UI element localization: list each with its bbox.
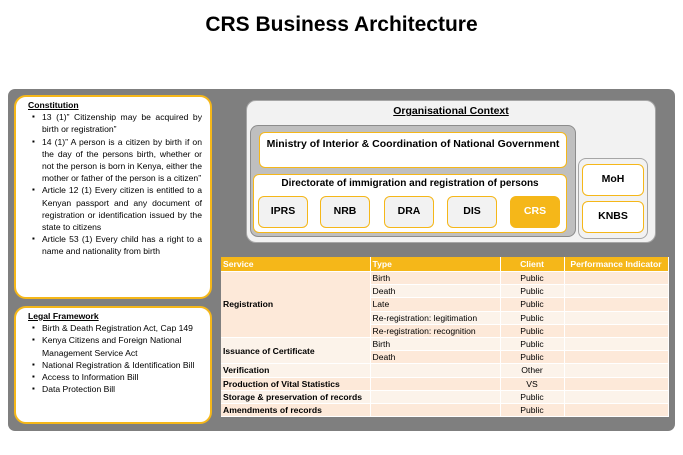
- service-cell: Storage & preservation of records: [221, 390, 371, 404]
- client-cell: Public: [500, 403, 565, 418]
- type-cell: Re-registration: recognition: [370, 324, 501, 338]
- type-cell: [370, 377, 501, 391]
- performance-indicator-cell: [564, 403, 669, 418]
- service-cell: Verification: [221, 363, 371, 378]
- header-service: Service: [221, 257, 371, 272]
- performance-indicator-cell: [564, 337, 669, 352]
- type-cell: [370, 403, 501, 418]
- client-cell: Public: [500, 311, 565, 325]
- performance-indicator-cell: [564, 350, 669, 365]
- performance-indicator-cell: [564, 324, 669, 338]
- table-row: Storage & preservation of records Public: [221, 390, 669, 404]
- client-cell: Public: [500, 350, 565, 365]
- constitution-item: Article 12 (1) Every citizen is entitled…: [32, 184, 202, 233]
- constitution-list: 13 (1)” Citizenship may be acquired by b…: [28, 111, 202, 257]
- table-row: Verification Other: [221, 363, 669, 378]
- unit-crs: CRS: [510, 196, 560, 228]
- service-cell: Amendments of records: [221, 403, 371, 418]
- service-cell: Registration: [221, 271, 371, 338]
- type-cell: Re-registration: legitimation: [370, 311, 501, 325]
- agency-moh: MoH: [582, 164, 644, 196]
- table-header-row: Service Type Client Performance Indicato…: [221, 257, 669, 272]
- service-cell: Issuance of Certificate: [221, 337, 371, 365]
- ministry-box: Ministry of Interior & Coordination of N…: [259, 132, 567, 168]
- services-table: Service Type Client Performance Indicato…: [221, 257, 669, 418]
- client-cell: Public: [500, 271, 565, 286]
- client-cell: Public: [500, 337, 565, 352]
- legal-framework-list: Birth & Death Registration Act, Cap 149K…: [28, 322, 202, 395]
- performance-indicator-cell: [564, 363, 669, 378]
- unit-nrb: NRB: [320, 196, 370, 228]
- unit-iprs: IPRS: [258, 196, 308, 228]
- constitution-item: 14 (1)” A person is a citizen by birth i…: [32, 136, 202, 185]
- performance-indicator-cell: [564, 377, 669, 391]
- performance-indicator-cell: [564, 311, 669, 325]
- type-cell: Death: [370, 350, 501, 365]
- type-cell: [370, 390, 501, 404]
- legal-framework-heading: Legal Framework: [28, 311, 99, 321]
- legal-framework-item: Birth & Death Registration Act, Cap 149: [32, 322, 202, 334]
- client-cell: Public: [500, 284, 565, 299]
- type-cell: Birth: [370, 337, 501, 352]
- type-cell: Late: [370, 297, 501, 312]
- unit-dra: DRA: [384, 196, 434, 228]
- constitution-item: 13 (1)” Citizenship may be acquired by b…: [32, 111, 202, 135]
- performance-indicator-cell: [564, 390, 669, 404]
- legal-framework-box: Legal Framework Birth & Death Registrati…: [14, 306, 212, 424]
- client-cell: Public: [500, 390, 565, 404]
- legal-framework-item: Access to Information Bill: [32, 371, 202, 383]
- performance-indicator-cell: [564, 284, 669, 299]
- constitution-heading: Constitution: [28, 100, 79, 110]
- organisational-context-title: Organisational Context: [393, 105, 509, 117]
- legal-framework-item: Data Protection Bill: [32, 383, 202, 395]
- table-row: Production of Vital Statistics VS: [221, 377, 669, 391]
- unit-dis: DIS: [447, 196, 497, 228]
- legal-framework-item: Kenya Citizens and Foreign National Mana…: [32, 334, 202, 358]
- header-type: Type: [370, 257, 501, 272]
- page-title: CRS Business Architecture: [205, 13, 478, 36]
- type-cell: [370, 363, 501, 378]
- directorate-title: Directorate of immigration and registrat…: [281, 178, 539, 189]
- client-cell: Other: [500, 363, 565, 378]
- constitution-item: Article 53 (1) Every child has a right t…: [32, 233, 202, 257]
- header-client: Client: [500, 257, 565, 272]
- constitution-box: Constitution 13 (1)” Citizenship may be …: [14, 95, 212, 299]
- table-row: Amendments of records Public: [221, 403, 669, 418]
- client-cell: Public: [500, 324, 565, 338]
- legal-framework-item: National Registration & Identification B…: [32, 359, 202, 371]
- client-cell: VS: [500, 377, 565, 391]
- type-cell: Birth: [370, 271, 501, 286]
- client-cell: Public: [500, 297, 565, 312]
- performance-indicator-cell: [564, 297, 669, 312]
- header-performance-indicator: Performance Indicator: [564, 257, 669, 272]
- performance-indicator-cell: [564, 271, 669, 286]
- agency-knbs: KNBS: [582, 201, 644, 233]
- service-cell: Production of Vital Statistics: [221, 377, 371, 391]
- type-cell: Death: [370, 284, 501, 299]
